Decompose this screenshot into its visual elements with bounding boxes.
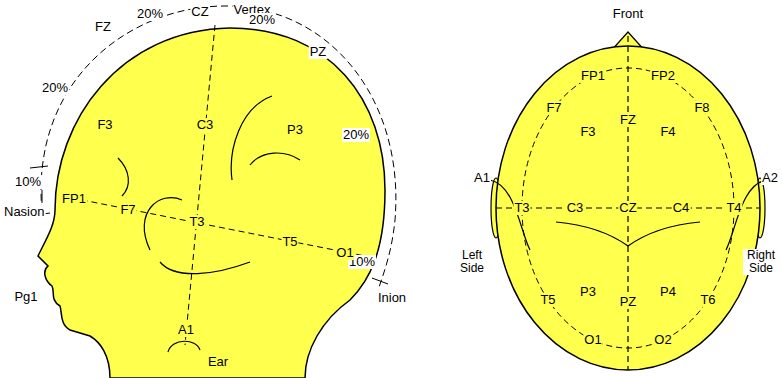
electrode-label: F8: [693, 101, 710, 115]
suture-line: [556, 222, 700, 246]
electrode-label: T5: [281, 235, 298, 249]
side-label: Right Side: [743, 249, 779, 275]
electrode-label: O2: [653, 333, 672, 347]
percent-label: 10%: [14, 175, 42, 189]
measure-arc: [41, 6, 396, 290]
head-silhouette: [38, 28, 385, 378]
measure-line: [185, 25, 215, 345]
electrode-label: C3: [196, 118, 215, 132]
electrode-label: FZ: [619, 113, 637, 127]
electrode-label: T3: [513, 201, 530, 215]
arc-tick: [372, 278, 388, 284]
electrode-label: A1: [177, 323, 195, 337]
ear-contour: [144, 198, 182, 250]
nasion-leader: [42, 190, 43, 203]
electrode-label: P3: [579, 285, 597, 299]
ear-contour: [160, 262, 250, 274]
arc-tick: [30, 166, 48, 168]
electrode-label: T3: [188, 215, 205, 229]
electrode-label: CZ: [190, 5, 209, 19]
landmark-label: Nasion: [3, 205, 45, 219]
ear-curve: [726, 180, 766, 250]
electrode-label: F7: [545, 101, 562, 115]
ear-lobe: [168, 341, 200, 352]
landmark-label: Front: [612, 7, 644, 21]
electrode-label: F4: [659, 125, 676, 139]
brow-line: [118, 158, 128, 196]
electrode-label: FP2: [650, 69, 676, 83]
electrode-label: A1: [473, 171, 491, 185]
electrode-label: F7: [119, 203, 136, 217]
electrode-label: C4: [672, 201, 691, 215]
electrode-label: Pg1: [13, 290, 38, 304]
electrode-label: T6: [699, 293, 716, 307]
electrode-label: A2: [761, 171, 779, 185]
electrode-label: F3: [96, 118, 113, 132]
percent-label: 20%: [342, 128, 370, 142]
electrode-label: T5: [539, 293, 556, 307]
electrode-label: P3: [286, 123, 304, 137]
percent-label: 20%: [41, 81, 69, 95]
suture-line: [250, 153, 300, 165]
landmark-label: Inion: [377, 291, 407, 305]
electrode-label: O1: [335, 246, 354, 260]
electrode-label: P4: [659, 285, 677, 299]
percent-label: 20%: [136, 7, 164, 21]
electrode-label: F3: [579, 125, 596, 139]
electrode-label: CZ: [618, 201, 637, 215]
electrode-label: PZ: [619, 295, 638, 309]
electrode-label: O1: [583, 333, 602, 347]
suture-line: [231, 96, 272, 180]
electrode-label: FP1: [61, 192, 87, 206]
landmark-label: Ear: [207, 355, 229, 369]
measure-line: [62, 196, 375, 258]
ear-curve: [490, 180, 530, 250]
electrode-label: PZ: [309, 45, 328, 59]
electrode-label: T4: [725, 201, 742, 215]
side-label: Left Side: [454, 249, 490, 275]
electrode-label: FZ: [94, 20, 112, 34]
electrode-label: FP1: [580, 69, 606, 83]
percent-label: 20%: [248, 13, 276, 27]
electrode-label: C3: [566, 201, 585, 215]
